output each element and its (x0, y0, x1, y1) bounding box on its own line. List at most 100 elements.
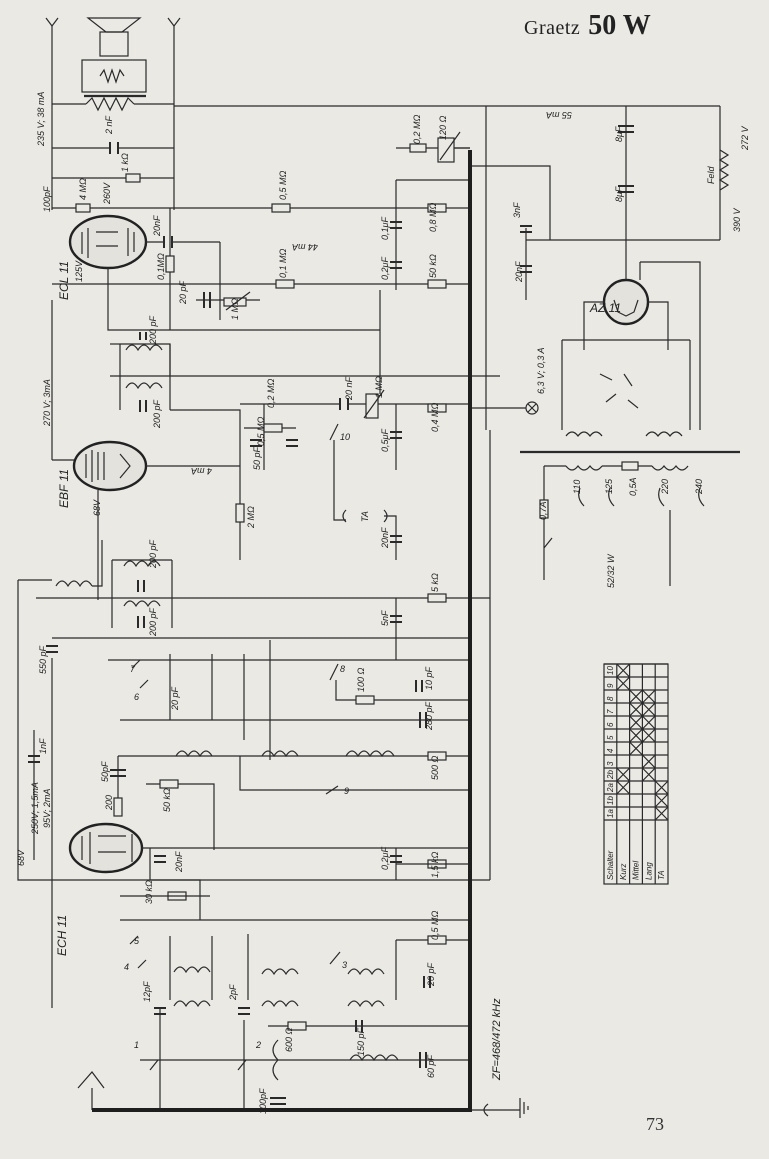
switch-table-cross-mark (629, 689, 643, 704)
label-sw2: 2 (255, 1040, 261, 1050)
switch-table-cross-mark (641, 728, 656, 743)
page-number: 73 (646, 1114, 664, 1134)
label-t125: 125 (604, 478, 614, 494)
ech11-stage (17, 580, 490, 1110)
ecl11-stage (52, 131, 720, 331)
switch-table-column: 7 (606, 709, 615, 714)
label-v235: 235 V; 38 mA (36, 92, 46, 147)
switch-table-row-label: TA (657, 870, 666, 880)
switch-table-cross-mark (654, 806, 669, 821)
label-ta: TA (360, 511, 370, 522)
label-r500: 500 Ω (430, 755, 440, 780)
label-zf: ZF=468/472 kHz (491, 998, 503, 1081)
label-r30k: 30 kΩ (144, 880, 154, 904)
label-c10pf: 10 pF (424, 666, 434, 690)
switch-table-cross-mark (641, 715, 656, 730)
switch-table-row-label: Lang (644, 862, 653, 880)
label-v68b: 68V (16, 849, 26, 866)
label-c2pf: 2pF (228, 984, 238, 1001)
label-fuse07: 0,7A (538, 501, 548, 520)
switch-table-column: 1b (606, 796, 615, 805)
label-ech11: ECH 11 (55, 915, 69, 956)
switch-table-row-label: Kurz (619, 864, 628, 880)
model-name: 50 W (588, 10, 651, 41)
switch-table-column: 5 (606, 735, 615, 740)
label-c05uf: 0,5μF (380, 429, 390, 452)
label-c280pf: 280 pF (424, 701, 434, 731)
label-c20nf-d: 20nF (380, 527, 390, 549)
label-c100pf: 100pF (42, 186, 52, 212)
label-r200: 200 (104, 795, 114, 811)
label-c3nf: 3nF (512, 202, 522, 218)
label-c60pf: 60 pF (426, 1054, 436, 1078)
label-c550pf: 550 pF (38, 645, 48, 674)
label-r01m-a: 0,1MΩ (156, 253, 166, 280)
label-c1nf: 1nF (38, 738, 48, 754)
label-t240: 240 (694, 479, 704, 495)
label-sw1: 1 (134, 1040, 139, 1050)
switch-table-cross-mark (641, 767, 656, 782)
ebf11-stage (51, 290, 500, 600)
antenna-icon (77, 1071, 105, 1110)
label-pot1m-b: 1 MΩ (374, 376, 384, 398)
switch-table-row-label: Mittel (632, 861, 641, 880)
switch-table-column: 4 (606, 748, 615, 753)
switch-table-cross-mark (629, 728, 643, 743)
label-r100: 100 Ω (356, 667, 366, 692)
label-c12pf: 12pF (142, 981, 152, 1002)
label-c200pf-c: 200 pF (148, 539, 158, 569)
label-v125: 125V (74, 260, 84, 282)
if-rf-stage (18, 540, 490, 1008)
label-sw9: 9 (344, 786, 349, 796)
label-pot120: 120 Ω (438, 115, 448, 140)
switch-table-cross-mark (641, 702, 656, 717)
label-fuse05: 0,5A (628, 477, 638, 496)
label-c02uf: 0,2μF (380, 257, 390, 280)
switch-table-cross-mark (629, 702, 643, 717)
label-ma4: 4 mA (191, 466, 212, 476)
label-r4m: 4 MΩ (78, 178, 88, 200)
label-r04m: 0,4 MΩ (430, 402, 440, 432)
label-v272: 272 V (740, 125, 750, 151)
label-r1k: 1 kΩ (120, 153, 130, 172)
label-r2m: 2 MΩ (246, 506, 256, 529)
label-c150pf: 150 pF (356, 1027, 366, 1056)
switch-table-cross-mark (641, 689, 656, 704)
label-c200pf-b: 200 pF (152, 399, 162, 429)
switch-table-column: 6 (606, 722, 615, 727)
switch-table-cross-mark (629, 741, 643, 756)
label-r02m: 0,2 MΩ (412, 114, 422, 144)
label-ma55: 55 mA (546, 110, 572, 120)
switch-table-cross-mark (616, 780, 631, 795)
switch-table-cross-mark (654, 793, 669, 808)
label-c20nf: 20nF (152, 215, 162, 237)
label-c5nf: 5nF (380, 610, 390, 626)
label-v270: 270 V; 3mA (42, 379, 52, 427)
az11-rectifier (520, 240, 740, 586)
label-r02m-b: 0,2 MΩ (266, 378, 276, 408)
switch-table-column: 10 (606, 666, 615, 675)
label-az11: AZ 11 (589, 301, 621, 315)
label-c50pf-b: 50pF (100, 761, 110, 782)
label-c50pf: 50 pF (252, 446, 262, 470)
label-r05m-b: 0,5 MΩ (256, 416, 266, 446)
switch-table-cross-mark (641, 754, 656, 769)
switch-table-column: 3 (606, 761, 615, 766)
label-v68: 68V (92, 499, 102, 516)
label-lamp: 6,3 V; 0,3 A (536, 347, 546, 394)
label-ecl11: ECL 11 (57, 261, 71, 300)
label-r50k: 50 kΩ (428, 254, 438, 278)
switch-table-cross-mark (616, 663, 631, 678)
label-ma44: 44 mA (292, 242, 318, 252)
switch-table-cross-mark (616, 767, 631, 782)
label-sw10: 10 (340, 432, 350, 442)
label-c02uf-b: 0,2μF (380, 847, 390, 870)
label-sw8: 8 (340, 664, 345, 674)
power-filter (618, 106, 730, 240)
switch-table-cross-mark (616, 676, 631, 691)
label-t220: 220 (660, 479, 670, 495)
label-r05m-c: 0,5 MΩ (430, 910, 440, 940)
